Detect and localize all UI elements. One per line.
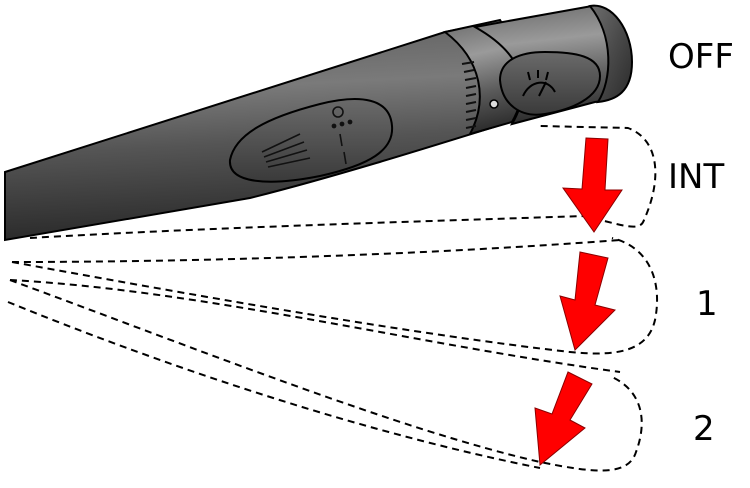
stalk-end-cap bbox=[588, 4, 634, 104]
rotary-index-dot bbox=[489, 99, 499, 109]
position-label-2: 2 bbox=[693, 409, 715, 449]
down-arrow-icon bbox=[534, 371, 593, 466]
position-label-int: INT bbox=[668, 157, 725, 197]
position-label-1: 1 bbox=[696, 284, 718, 324]
windshield-wiper-icon bbox=[522, 70, 556, 97]
ghost-outline-1 bbox=[11, 237, 659, 355]
wiper-button bbox=[498, 50, 602, 116]
position-label-off: OFF bbox=[668, 37, 734, 77]
ghost-outline-int-lower bbox=[11, 239, 621, 263]
down-arrow-icon bbox=[561, 137, 623, 233]
ghost-outline-2 bbox=[9, 279, 643, 472]
down-arrow-icon bbox=[559, 251, 616, 351]
washer-spray-icon bbox=[261, 106, 353, 168]
ghost-outline-2-lower bbox=[7, 301, 541, 469]
ghost-outline-1-lower bbox=[9, 279, 621, 373]
wiper-stalk bbox=[4, 4, 634, 242]
rotary-scale bbox=[461, 61, 477, 129]
direction-arrows bbox=[534, 137, 623, 466]
